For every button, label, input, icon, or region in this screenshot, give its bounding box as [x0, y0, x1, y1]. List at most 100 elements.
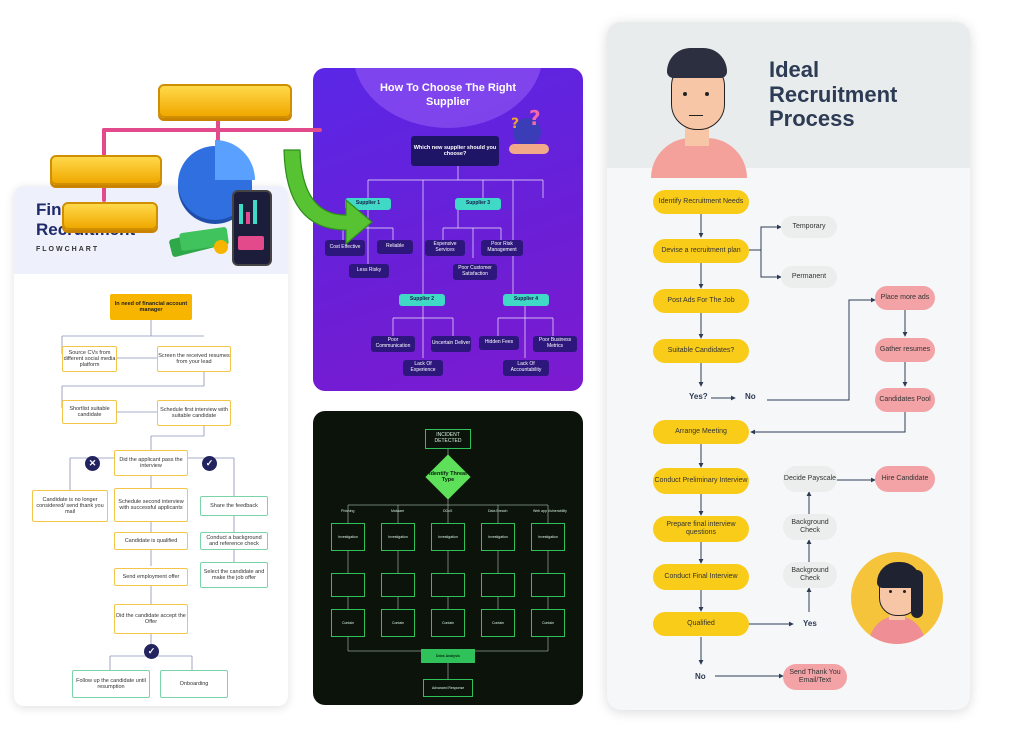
- ideal-place-more-node: Place more ads: [875, 286, 935, 310]
- incident-step-node: [431, 573, 465, 597]
- supplier-lack-acc-node: Lack Of Accountability: [503, 360, 549, 376]
- incident-step-node: [481, 573, 515, 597]
- ideal-decide-node: Decide Payscale: [783, 466, 837, 492]
- ideal-arrange-node: Arrange Meeting: [653, 420, 749, 444]
- money-stack-icon: [168, 226, 232, 258]
- supplier-4-node: Supplier 4: [503, 294, 549, 306]
- identify-threat-label: Identify Threat Type: [429, 470, 467, 483]
- ideal-post-ads-node: Post Ads For The Job: [653, 289, 749, 313]
- supplier-poor-risk-node: Poor Risk Management: [481, 240, 523, 256]
- ideal-suitable-node: Suitable Candidates?: [653, 339, 749, 363]
- ideal-pool-node: Candidates Pool: [875, 388, 935, 412]
- finance-qualified-node: Candidate is qualified: [114, 532, 188, 550]
- incident-category-ddos: DDoS: [443, 509, 453, 513]
- incident-investigation-node: Investigation: [431, 523, 465, 551]
- ideal-connectors: [698, 213, 908, 679]
- finance-subtitle: FLOWCHART: [36, 246, 100, 253]
- supplier-question-node: Which new supplier should you choose?: [411, 136, 499, 166]
- ideal-yes-q-label: Yes?: [689, 392, 708, 401]
- incident-step-node: [331, 573, 365, 597]
- phone-chart-icon: [232, 190, 272, 266]
- ideal-send-thank-node: Send Thank You Email/Text: [783, 664, 847, 690]
- ideal-no-label: No: [745, 392, 756, 401]
- supplier-poor-metrics-node: Poor Business Metrics: [533, 336, 577, 352]
- incident-investigation-node: Investigation: [481, 523, 515, 551]
- supplier-poor-comm-node: Poor Communication: [371, 336, 415, 352]
- finance-onboarding-node: Onboarding: [160, 670, 228, 698]
- supplier-title: How To Choose The Right Supplier: [379, 82, 517, 108]
- ideal-yes-label: Yes: [803, 619, 817, 628]
- supplier-connectors: [342, 165, 554, 358]
- ideal-title-line1: Ideal: [769, 57, 820, 82]
- supplier-cost-effective-node: Cost Effective: [325, 240, 365, 256]
- supplier-reliable-node: Reliable: [377, 240, 413, 254]
- check-icon: ✓: [202, 456, 217, 471]
- finance-send-offer-node: Send employment offer: [114, 568, 188, 586]
- incident-detected-node: INCIDENT DETECTED: [425, 429, 471, 449]
- incident-category-webapp: Web app Vulnerability: [533, 509, 567, 513]
- man-avatar: [641, 42, 751, 178]
- finance-no-longer-node: Candidate is no longer considered/ send …: [32, 490, 108, 522]
- ideal-bg1-node: Background Check: [783, 514, 837, 540]
- supplier-2-node: Supplier 2: [399, 294, 445, 306]
- ideal-header: [607, 22, 970, 168]
- supplier-lack-exp-node: Lack Of Experience: [403, 360, 443, 376]
- supplier-1-node: Supplier 1: [345, 198, 391, 210]
- incident-investigation-node: Investigation: [531, 523, 565, 551]
- supplier-poor-customer-node: Poor Customer Satisfaction: [453, 264, 497, 280]
- ideal-bg2-node: Background Check: [783, 562, 837, 588]
- supplier-3-node: Supplier 3: [455, 198, 501, 210]
- incident-contain-node: Contain: [481, 609, 515, 637]
- pie-chart-icon: [178, 140, 255, 220]
- gold-bar-icon: [62, 202, 158, 230]
- incident-contain-node: Contain: [331, 609, 365, 637]
- ideal-preliminary-node: Conduct Preliminary Interview: [653, 468, 749, 494]
- incident-category-malware: Malware: [391, 509, 405, 513]
- incident-investigation-node: Investigation: [381, 523, 415, 551]
- finance-start-node: In need of financial account manager: [110, 294, 192, 320]
- ideal-title: Ideal Recruitment Process: [769, 57, 898, 132]
- incident-contain-node: Contain: [531, 609, 565, 637]
- gold-bar-icon: [50, 155, 162, 185]
- incident-step-node: [381, 573, 415, 597]
- incident-card: INCIDENT DETECTED Identify Threat Type P…: [313, 411, 583, 705]
- ideal-gather-node: Gather resumes: [875, 338, 935, 362]
- ideal-title-line3: Process: [769, 106, 855, 132]
- incident-investigation-node: Investigation: [331, 523, 365, 551]
- ideal-title-line2: Recruitment: [769, 81, 898, 107]
- question-hand-icon: ? ?: [505, 106, 555, 164]
- incident-advanced-response-node: Advanced Response: [423, 679, 473, 697]
- finance-shortlist-node: Shortlist suitable candidate: [62, 400, 117, 424]
- incident-contain-node: Contain: [381, 609, 415, 637]
- woman-avatar: [851, 552, 943, 644]
- incident-category-phishing: Phishing: [341, 509, 355, 513]
- finance-accept-node: Did the candidate accept the Offer: [114, 604, 188, 634]
- ideal-permanent-node: Permanent: [781, 266, 837, 288]
- finance-schedule-second-node: Schedule second interview with successfu…: [114, 488, 188, 522]
- finance-share-feedback-node: Share the feedback: [200, 496, 268, 516]
- ideal-prepare-node: Prepare final interview questions: [653, 516, 749, 542]
- incident-category-data-breach: Data Breach: [488, 509, 508, 513]
- ideal-devise-node: Devise a recruitment plan: [653, 239, 749, 263]
- gold-bar-icon: [158, 84, 292, 118]
- check-icon: ✓: [144, 644, 159, 659]
- finance-source-cvs-node: Source CVs from different social media p…: [62, 346, 117, 372]
- supplier-less-risky-node: Less Risky: [349, 264, 389, 278]
- finance-background-node: Conduct a background and reference check: [200, 532, 268, 550]
- ideal-recruitment-card: Ideal Recruitment Process: [607, 22, 970, 710]
- ideal-no2-label: No: [695, 672, 706, 681]
- incident-step-node: [531, 573, 565, 597]
- ideal-hire-node: Hire Candidate: [875, 466, 935, 492]
- finance-schedule-first-node: Schedule first interview with suitable c…: [157, 400, 231, 426]
- finance-screen-node: Screen the received resumes from your le…: [157, 346, 231, 372]
- finance-passed-node: Did the applicant pass the interview: [114, 450, 188, 476]
- ideal-qualified-node: Qualified: [653, 612, 749, 636]
- no-icon: ✕: [85, 456, 100, 471]
- supplier-hidden-fees-node: Hidden Fees: [479, 336, 519, 350]
- identify-threat-diamond: Identify Threat Type: [415, 454, 481, 500]
- supplier-uncertain-node: Uncertain Deliver: [431, 336, 471, 352]
- supplier-expensive-node: Expensive Services: [425, 240, 465, 256]
- green-curved-arrow-icon: [283, 149, 373, 246]
- incident-final-analysis-node: Ddos Analysis: [421, 649, 475, 663]
